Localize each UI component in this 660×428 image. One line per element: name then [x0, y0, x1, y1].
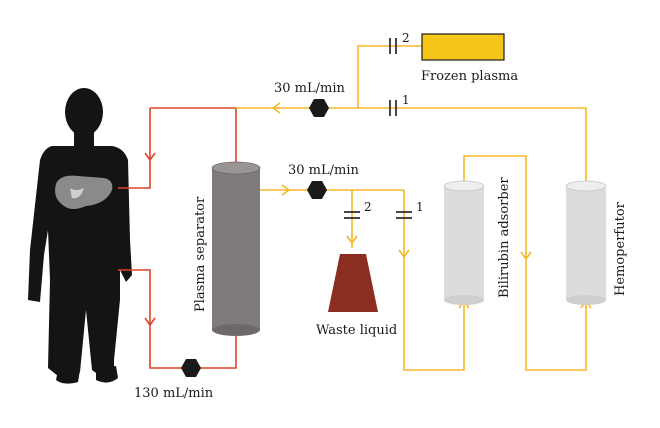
flow-rate-mid: 30 mL/min [288, 163, 359, 178]
valve-icon-frozen-plasma [389, 38, 397, 54]
hemoperfutor-label: Hemoperfutor [613, 201, 628, 296]
pump-icon-mid [307, 181, 327, 199]
valve-icon-waste [344, 211, 360, 219]
frozen-plasma-box [421, 33, 505, 61]
human-silhouette [28, 88, 132, 384]
pump-icon-top [309, 99, 329, 117]
blood-lines [118, 107, 237, 369]
plasma-arrows [271, 102, 592, 309]
valve-label-waste: 2 [364, 200, 372, 214]
valve-icon-adsorber [396, 211, 412, 219]
plasma-lines [236, 45, 587, 371]
liver-icon [55, 175, 113, 209]
pump-icon-bottom [181, 359, 201, 377]
frozen-plasma-label: Frozen plasma [421, 69, 518, 84]
flow-rate-top: 30 mL/min [274, 81, 345, 96]
waste-liquid-container [328, 254, 378, 312]
plasma-separator-label: Plasma separator [193, 196, 208, 312]
waste-liquid-label: Waste liquid [316, 323, 397, 338]
valve-label-frozen-plasma: 2 [402, 31, 410, 45]
plasma-separator [211, 161, 261, 336]
hemoperfutor [565, 180, 607, 305]
valve-label-top-line: 1 [402, 93, 410, 107]
bilirubin-adsorber-label: Bilirubin adsorber [497, 177, 512, 298]
flow-rate-bottom: 130 mL/min [134, 386, 214, 401]
valve-icon-top-line [389, 100, 397, 116]
valve-label-adsorber: 1 [416, 200, 424, 214]
blood-arrows [144, 152, 156, 327]
bilirubin-adsorber [443, 180, 485, 305]
